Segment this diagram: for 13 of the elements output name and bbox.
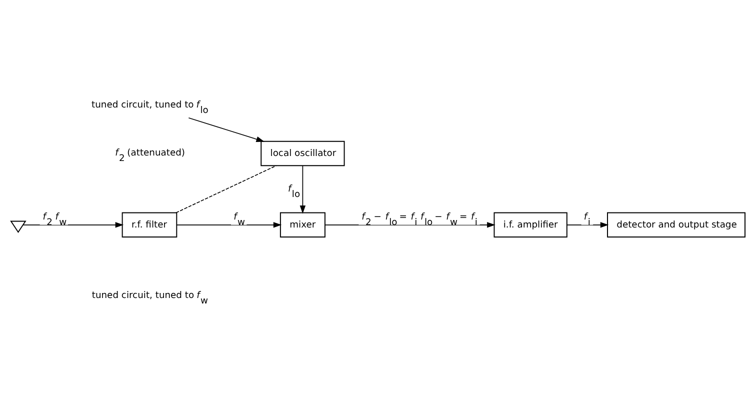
arrow xyxy=(22,222,124,228)
arrow xyxy=(324,222,496,228)
arrow xyxy=(176,222,282,228)
node-box: mixer xyxy=(280,212,326,238)
connector xyxy=(176,165,277,214)
arrow xyxy=(566,222,609,228)
node-box: detector and output stage xyxy=(607,212,746,238)
arrow xyxy=(188,117,265,142)
arrow xyxy=(300,165,306,214)
node-box: local oscillator xyxy=(260,140,345,166)
node-box: i.f. amplifier xyxy=(494,212,568,238)
node-picture xyxy=(10,220,26,233)
node-box: r.f. filter xyxy=(122,212,178,238)
